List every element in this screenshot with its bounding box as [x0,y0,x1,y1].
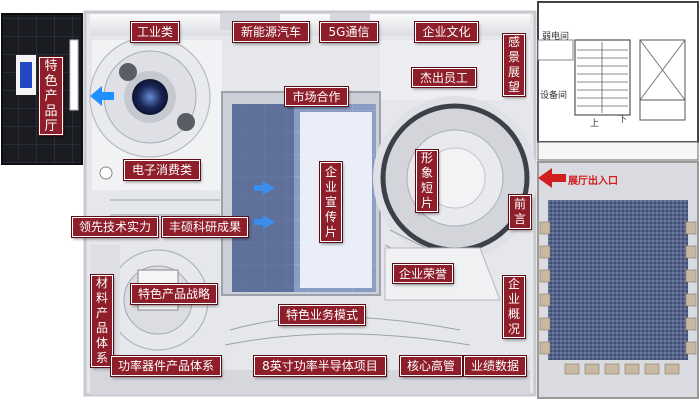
label-gongye: 工业类 [131,22,179,42]
label-dianzi-xiaofei: 电子消费类 [124,160,200,180]
label-lingxian-jishu-shili: 领先技术实力 [72,217,158,237]
entrance-label: 展厅出入口 [568,176,618,187]
stairs-up: 上 [590,119,600,129]
stairs-down: 下 [618,115,628,125]
label-tese-chanpin-ting: 特色产品厅 [39,57,63,135]
label-8-yingcun-bandaoti: 8英寸功率半导体项目 [254,356,386,376]
label-qianyan: 前言 [509,195,531,229]
label-qiye-xuanchuanpian: 企业宣传片 [320,162,342,242]
label-xingxiang-duanpian: 形象短片 [416,150,438,212]
label-shichang-hezuo: 市场合作 [285,87,348,106]
room-shebeijian: 设备间 [540,91,568,101]
label-qiye-rongyu: 企业荣誉 [393,264,453,283]
label-ganjing-zhanwang: 感景展望 [503,34,525,96]
label-qiye-wenhua: 企业文化 [415,22,478,42]
label-gonglv-qijian-tixi: 功率器件产品体系 [111,356,221,376]
label-cailiao-chanpin-tixi: 材料产品体系 [91,275,113,367]
label-fengshuo-keyan-chengguo: 丰硕科研成果 [162,217,248,237]
label-tese-yewu-moshi: 特色业务模式 [279,305,365,325]
label-5g-tongxin: 5G通信 [320,22,378,42]
label-xinnengyuan-qiche: 新能源汽车 [233,22,309,42]
label-jiechu-yuangong: 杰出员工 [412,68,476,87]
label-qiye-gaikuang: 企业概况 [503,276,525,338]
label-yeji-shuju: 业绩数据 [464,356,526,376]
label-hexin-gaoguan: 核心高管 [400,356,462,376]
label-tese-chanpin-zhanlue: 特色产品战略 [131,284,217,304]
room-ruodianjian: 弱电间 [542,32,570,42]
